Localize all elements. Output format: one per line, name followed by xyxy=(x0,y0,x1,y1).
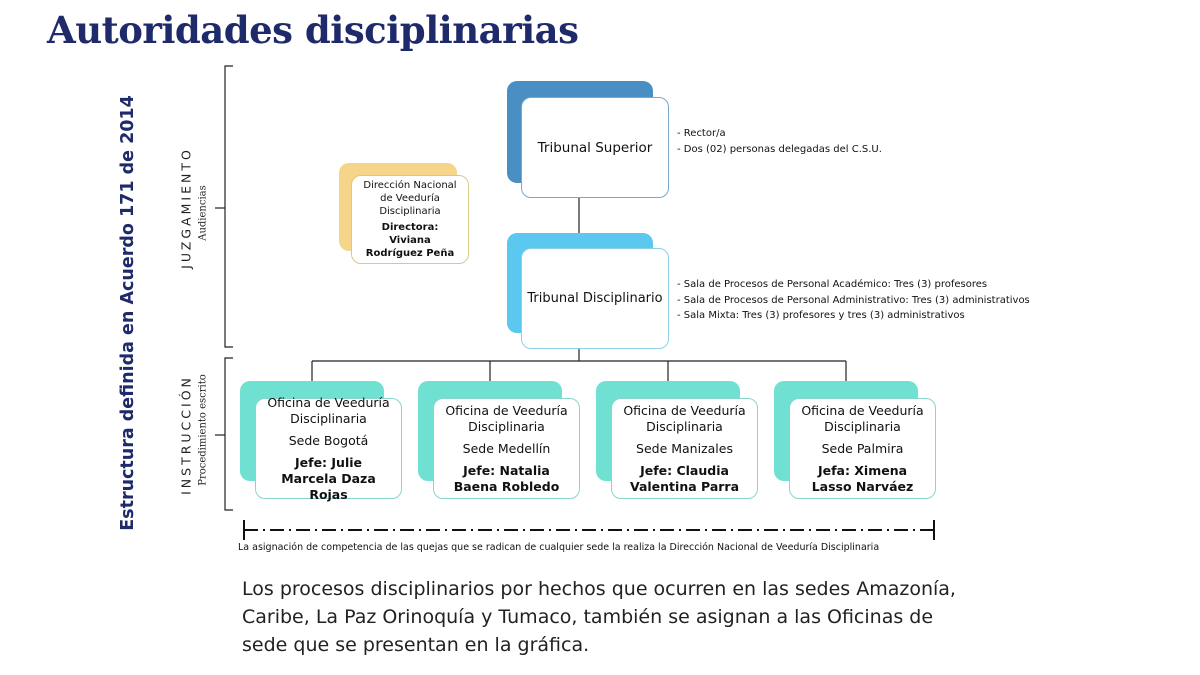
tribunal-superior-notes: - Rector/a - Dos (02) personas delegadas… xyxy=(677,126,882,157)
tribunal-superior-label: Tribunal Superior xyxy=(537,139,653,156)
structure-side-label: Estructura definida en Acuerdo 171 de 20… xyxy=(118,95,138,531)
note-sala-academico: - Sala de Procesos de Personal Académico… xyxy=(677,279,988,290)
oficina-name: Oficina de Veeduría Disciplinaria xyxy=(801,402,924,434)
tribunal-disciplinario-label: Tribunal Disciplinario xyxy=(527,290,663,306)
oficina-sede: Sede Manizales xyxy=(636,440,733,456)
instruccion-sublabel: Procedimiento escrito xyxy=(197,374,209,486)
note-sala-mixta: - Sala Mixta: Tres (3) profesores y tres… xyxy=(677,310,965,321)
note-sala-administrativo: - Sala de Procesos de Personal Administr… xyxy=(677,294,1030,306)
direccion-name: Dirección Nacional de Veeduría Disciplin… xyxy=(363,180,457,217)
tribunal-disciplinario-box: Tribunal Disciplinario xyxy=(521,248,669,349)
direccion-directora: Directora: Viviana Rodríguez Peña xyxy=(365,222,455,259)
oficina-name: Oficina de Veeduría Disciplinaria xyxy=(267,394,390,426)
instruccion-label: INSTRUCCIÓN xyxy=(178,375,194,495)
oficina-manizales-box: Oficina de Veeduría Disciplinaria Sede M… xyxy=(611,398,758,499)
oficina-sede: Sede Medellín xyxy=(462,440,551,456)
tribunal-superior-box: Tribunal Superior xyxy=(521,97,669,198)
tribunal-disciplinario-notes: - Sala de Procesos de Personal Académico… xyxy=(677,277,1030,324)
footer-paragraph: Los procesos disciplinarios por hechos q… xyxy=(242,578,956,656)
oficina-sede: Sede Bogotá xyxy=(288,432,369,448)
oficina-jefe: Jefe: Claudia Valentina Parra xyxy=(629,462,740,494)
oficina-name: Oficina de Veeduría Disciplinaria xyxy=(623,402,746,434)
oficina-jefe: Jefe: Julie Marcela Daza Rojas xyxy=(281,454,376,502)
oficina-bogota-box: Oficina de Veeduría Disciplinaria Sede B… xyxy=(255,394,402,502)
oficina-name: Oficina de Veeduría Disciplinaria xyxy=(445,402,568,434)
oficina-sede: Sede Palmira xyxy=(821,440,904,456)
asignacion-note: La asignación de competencia de las quej… xyxy=(238,542,880,553)
oficina-jefe: Jefa: Ximena Lasso Narváez xyxy=(811,462,914,494)
note-rector: - Rector/a xyxy=(677,128,726,139)
juzgamiento-bracket xyxy=(224,65,233,348)
direccion-nacional-box: Dirección Nacional de Veeduría Disciplin… xyxy=(351,175,469,264)
page-title: Autoridades disciplinarias xyxy=(47,8,579,52)
note-delegados: - Dos (02) personas delegadas del C.S.U. xyxy=(677,143,882,155)
instruccion-bracket xyxy=(224,357,233,511)
juzgamiento-label: JUZGAMIENTO xyxy=(178,147,194,269)
juzgamiento-sublabel: Audiencias xyxy=(197,185,209,241)
oficina-medellin-box: Oficina de Veeduría Disciplinaria Sede M… xyxy=(433,398,580,499)
oficina-jefe: Jefe: Natalia Baena Robledo xyxy=(453,462,560,494)
oficina-palmira-box: Oficina de Veeduría Disciplinaria Sede P… xyxy=(789,398,936,499)
